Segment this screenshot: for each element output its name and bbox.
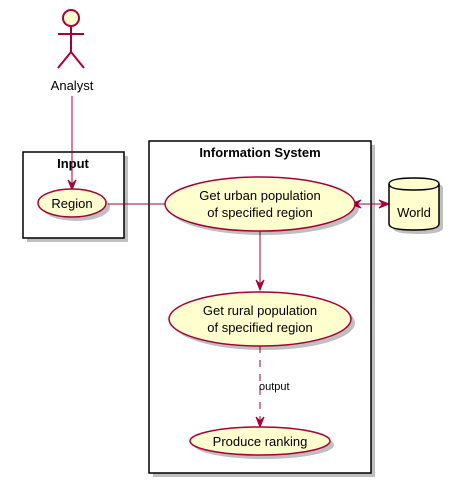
usecase-ranking-label: Produce ranking: [213, 434, 308, 449]
actor-label: Analyst: [51, 78, 94, 93]
edge-label-output: output: [259, 381, 290, 393]
usecase-produce-ranking: Produce ranking: [189, 426, 334, 459]
database-world: World: [388, 177, 443, 234]
edges: output: [67, 96, 391, 429]
usecase-rural-population: Get rural population of specified region: [168, 291, 355, 350]
package-input-title: Input: [57, 156, 89, 171]
stick-figure-actor-icon: [57, 9, 85, 69]
arrowhead-rural: [255, 279, 265, 292]
arrowhead-ranking: [255, 416, 265, 429]
package-system-title: Information System: [199, 145, 320, 160]
arrowhead-region: [67, 179, 77, 192]
usecase-region-label: Region: [51, 196, 92, 211]
usecase-urban-line1: Get urban population: [199, 188, 320, 203]
usecase-urban-line2: of specified region: [207, 205, 313, 220]
arrowhead-world-side: [378, 199, 391, 209]
usecase-urban-population: Get urban population of specified region: [164, 176, 359, 235]
database-world-label: World: [397, 205, 431, 220]
usecase-rural-line1: Get rural population: [203, 303, 317, 318]
database-cylinder-icon: [388, 177, 443, 234]
actor-analyst: Analyst: [51, 9, 94, 93]
usecase-rural-line2: of specified region: [207, 320, 313, 335]
usecase-region: Region: [37, 188, 110, 221]
